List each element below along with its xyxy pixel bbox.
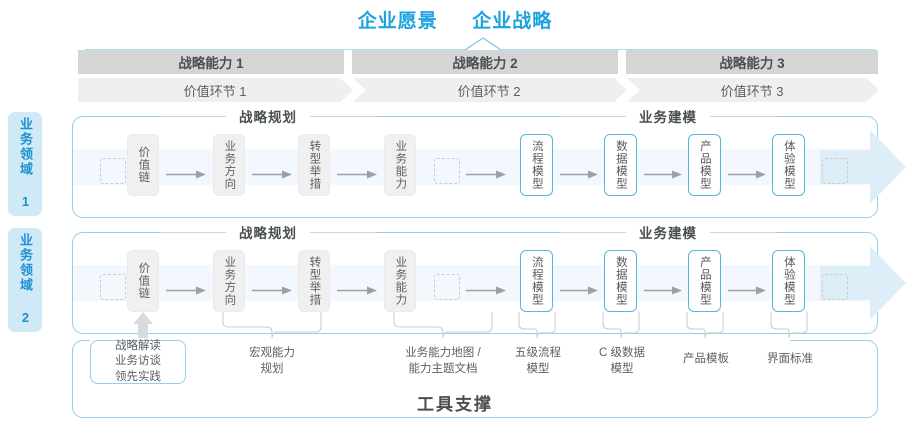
row-1-planning-node-2[interactable]: 业务方向 xyxy=(213,134,245,196)
tool-label-5-text: C 级数据模型 xyxy=(599,347,645,375)
tool-label-2: 宏观能力规划 xyxy=(222,346,322,377)
row-2-modeling-line-left xyxy=(560,232,626,233)
row-2-arrow-3 xyxy=(337,282,377,295)
row-1-node-end-placeholder xyxy=(822,158,848,184)
strategic-capability-bar: 战略能力 1 战略能力 2 战略能力 3 xyxy=(78,50,878,74)
tool-label-1-text: 战略解读业务访谈领先实践 xyxy=(115,339,161,383)
sidebar-domain-1[interactable]: 业务领域 1 xyxy=(8,112,42,216)
tool-label-5: C 级数据模型 xyxy=(584,346,660,377)
row-1-section-modeling: 业务建模 xyxy=(626,108,710,125)
tool-uplink-arrow xyxy=(131,312,155,343)
capability-cell-2[interactable]: 战略能力 2 xyxy=(352,50,618,74)
row-1-node-start-placeholder xyxy=(100,158,126,184)
tool-label-3-text: 业务能力地图 /能力主题文档 xyxy=(405,347,481,375)
row-2-flow-arrow xyxy=(820,246,906,325)
row-2-node-mid-placeholder xyxy=(434,274,460,300)
value-chain-cell-2[interactable]: 价值环节 2 xyxy=(352,78,626,102)
row-1-band xyxy=(73,149,877,185)
capability-cell-3[interactable]: 战略能力 3 xyxy=(626,50,878,74)
row-2-planning-node-2[interactable]: 业务方向 xyxy=(213,250,245,312)
row-1-arrow-3 xyxy=(337,166,377,179)
value-chain-chevron-3 xyxy=(866,78,892,102)
tool-label-7: 界面标准 xyxy=(752,352,828,368)
row-1-modeling-node-4[interactable]: 体验模型 xyxy=(772,134,805,196)
row-2-modeling-node-1[interactable]: 流程模型 xyxy=(520,250,553,312)
row-1-modeling-node-1[interactable]: 流程模型 xyxy=(520,134,553,196)
tool-label-6-text: 产品模板 xyxy=(683,353,729,365)
row-2-node-start-placeholder xyxy=(100,274,126,300)
tool-support-title: 工具支撑 xyxy=(417,395,493,414)
row-1-arrow-7 xyxy=(728,166,766,179)
row-1-modeling-line-right xyxy=(710,116,776,117)
row-1-planning-node-1[interactable]: 价值链 xyxy=(127,134,159,196)
row-2-arrow-6 xyxy=(644,282,682,295)
tool-label-4-text: 五级流程模型 xyxy=(515,347,561,375)
row-1-planning-node-3[interactable]: 转型举措 xyxy=(298,134,330,196)
row-2-arrow-5 xyxy=(560,282,598,295)
row-2-arrow-2 xyxy=(252,282,292,295)
tool-label-2-text: 宏观能力规划 xyxy=(249,347,295,375)
row-2-arrow-1 xyxy=(166,282,206,295)
row-1-arrow-1 xyxy=(166,166,206,179)
row-2-node-end-placeholder xyxy=(822,274,848,300)
value-chain-chevron-2 xyxy=(614,78,640,102)
value-chain-bar: 价值环节 1 价值环节 2 价值环节 3 xyxy=(78,78,892,102)
row-1-modeling-line-left xyxy=(560,116,626,117)
row-2-arrow-4 xyxy=(466,282,506,295)
row-1-node-mid-placeholder xyxy=(434,158,460,184)
row-1-planning-node-4[interactable]: 业务能力 xyxy=(384,134,416,196)
row-1-arrow-6 xyxy=(644,166,682,179)
sidebar-domain-2[interactable]: 业务领域 2 xyxy=(8,228,42,332)
row-2-band xyxy=(73,265,877,301)
row-1-arrow-4 xyxy=(466,166,506,179)
domain-1-label: 业务领域 1 xyxy=(18,117,34,211)
capability-gap-2 xyxy=(618,50,626,74)
row-2-section-planning: 战略规划 xyxy=(226,224,310,241)
row-2-planning-line-right xyxy=(310,232,376,233)
domain-2-label: 业务领域 2 xyxy=(18,233,34,327)
row-2-planning-node-3[interactable]: 转型举措 xyxy=(298,250,330,312)
row-2-modeling-node-2[interactable]: 数据模型 xyxy=(604,250,637,312)
tool-label-3: 业务能力地图 /能力主题文档 xyxy=(378,346,508,377)
tool-label-7-text: 界面标准 xyxy=(767,353,813,365)
row-2-modeling-node-3[interactable]: 产品模型 xyxy=(688,250,721,312)
tool-label-4: 五级流程模型 xyxy=(500,346,576,377)
row-1-flow-arrow xyxy=(820,130,906,209)
tool-label-6: 产品模板 xyxy=(668,352,744,368)
row-1-modeling-node-3[interactable]: 产品模型 xyxy=(688,134,721,196)
enterprise-strategy-title: 企业战略 xyxy=(472,11,553,32)
row-2-planning-line-left xyxy=(160,232,226,233)
enterprise-vision-title: 企业愿景 xyxy=(357,11,438,32)
row-1-planning-line-right xyxy=(310,116,376,117)
panel-top-mask xyxy=(90,338,790,342)
capability-cell-1[interactable]: 战略能力 1 xyxy=(78,50,344,74)
row-1-modeling-node-2[interactable]: 数据模型 xyxy=(604,134,637,196)
business-domain-row-2 xyxy=(72,232,878,334)
value-chain-chevron-1 xyxy=(340,78,366,102)
value-chain-cell-1[interactable]: 价值环节 1 xyxy=(78,78,352,102)
row-1-planning-line-left xyxy=(160,116,226,117)
business-domain-row-1 xyxy=(72,116,878,218)
top-title-group: 企业愿景 企业战略 xyxy=(0,6,910,33)
capability-gap-1 xyxy=(344,50,352,74)
row-2-modeling-node-4[interactable]: 体验模型 xyxy=(772,250,805,312)
row-2-planning-node-1[interactable]: 价值链 xyxy=(127,250,159,312)
row-2-arrow-7 xyxy=(728,282,766,295)
row-1-section-planning: 战略规划 xyxy=(226,108,310,125)
row-1-arrow-2 xyxy=(252,166,292,179)
row-2-modeling-line-right xyxy=(710,232,776,233)
row-2-planning-node-4[interactable]: 业务能力 xyxy=(384,250,416,312)
row-1-arrow-5 xyxy=(560,166,598,179)
value-chain-cell-3[interactable]: 价值环节 3 xyxy=(626,78,878,102)
row-2-section-modeling: 业务建模 xyxy=(626,224,710,241)
tool-label-1[interactable]: 战略解读业务访谈领先实践 xyxy=(90,340,186,384)
